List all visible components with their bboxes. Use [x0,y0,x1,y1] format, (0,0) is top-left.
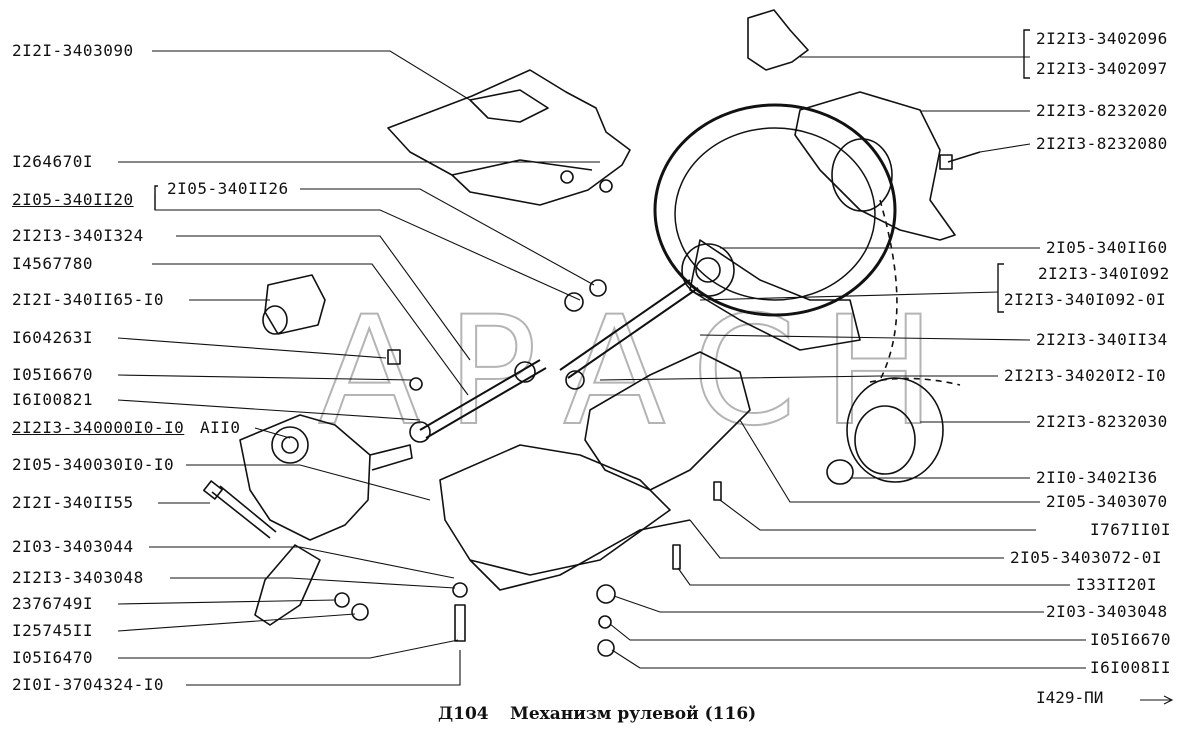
part-label: 2I2I3-340I092 [1038,264,1170,283]
mounting-bolt [211,485,277,539]
horn-cover [794,91,956,241]
part-label: 2I05-3403070 [1046,492,1168,511]
steering-shaft [559,279,699,379]
steering-wheel-rim [653,103,897,317]
watermark-text: АРАСН [317,284,962,460]
part-label: 2I2I3-3402096 [1036,29,1168,48]
column-shroud-lower [439,444,671,576]
part-label: 2I2I3-3402097 [1036,59,1168,78]
part-label: I25745II [12,621,94,640]
group-bracket-r1 [1023,29,1030,79]
part-label: I05I6670 [12,365,94,384]
part-label: 2I2I3-34020I2-I0 [1004,366,1167,385]
universal-joint [409,421,431,443]
part-label: I264670I [12,152,94,171]
part-label: I6I008II [1090,658,1172,677]
stud [454,604,466,642]
upper-shroud-plate [387,69,631,206]
wheel-hub [681,243,735,297]
part-label: 2I05-3403072-0I [1010,548,1162,567]
figure-code: Д104 [438,704,489,724]
part-label: 2I2I-340II55 [12,493,134,512]
part-label: I6I00821 [12,390,94,409]
part-label: 2I2I-3403090 [12,41,134,60]
spacer-bush [826,459,854,485]
part-label: 2I03-3403048 [1046,602,1168,621]
part-label: 2I2I3-3403048 [12,568,144,587]
contact-ring [846,377,944,483]
rubber-bushing [264,274,326,335]
part-label: 2I2I-340II65-I0 [12,290,164,309]
page-reference: I429-ПИ [1036,688,1104,707]
column-housing [584,351,751,491]
part-label: I604263I [12,328,94,347]
part-label: АII0 [200,418,241,437]
part-label: 2I2I3-8232030 [1036,412,1168,431]
part-label: 2I2I3-340I324 [12,226,144,245]
bracket-clip [747,9,809,71]
part-label: 2I05-340II60 [1046,238,1168,257]
screw [672,544,681,570]
part-label: 2I2I3-340000I0-I0 [12,418,185,437]
group-bracket-r6 [997,263,1004,313]
part-label: 2376749I [12,594,94,613]
group-bracket-l3 [154,185,158,210]
part-label: I05I6670 [1090,630,1172,649]
intermediate-shaft [419,359,547,439]
part-label: 2II0-3402I36 [1036,468,1158,487]
mounting-screw-right [947,151,981,163]
part-label: 2I2I3-8232020 [1036,101,1168,120]
washer [452,582,468,598]
part-label: I33II20I [1076,575,1158,594]
part-label: 2I05-340II20 [12,190,134,209]
part-label: 2I2I3-8232080 [1036,134,1168,153]
part-label: 2I0I-3704324-I0 [12,675,164,694]
steering-gearbox [239,414,371,541]
figure-title: Механизм рулевой (116) [510,704,757,724]
part-label: 2I2I3-340II34 [1036,330,1168,349]
part-label: 2I2I3-340I092-0I [1004,290,1167,309]
part-label: 2I05-340II26 [167,179,289,198]
part-label: I767II0I [1090,520,1172,539]
pitman-arm [254,544,321,626]
part-label: I4567780 [12,254,94,273]
part-label: 2I03-3403044 [12,537,134,556]
part-label: 2I05-340030I0-I0 [12,455,175,474]
part-label: I05I6470 [12,648,94,667]
